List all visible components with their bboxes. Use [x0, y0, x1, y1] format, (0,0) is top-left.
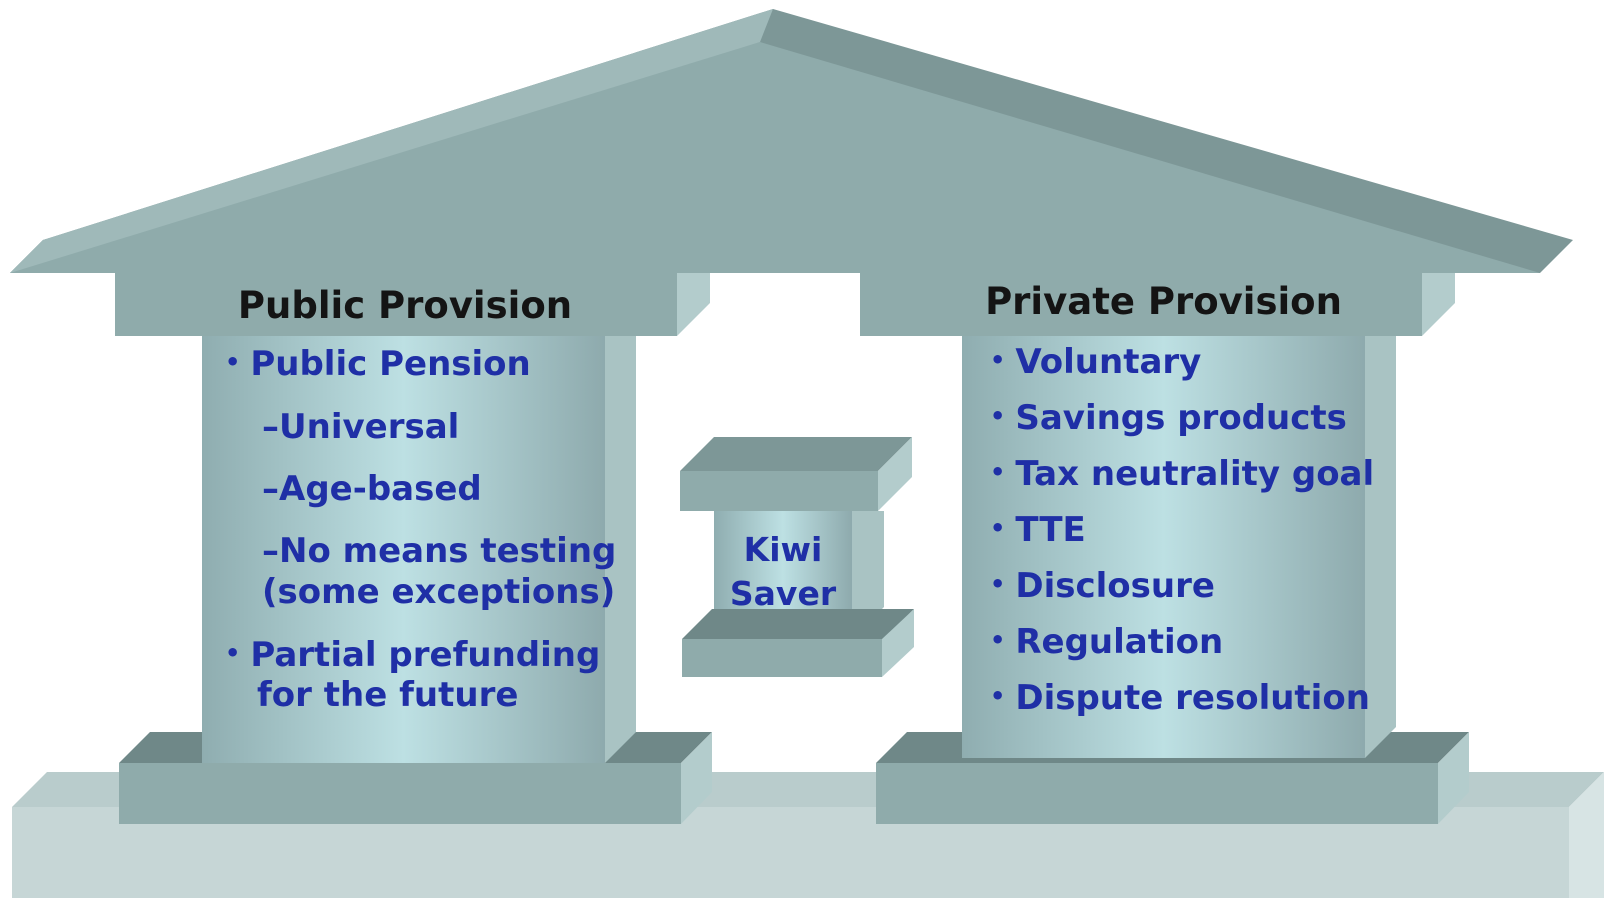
- for-the-future-line: for the future: [257, 675, 519, 715]
- roof: [10, 9, 1573, 273]
- public-column: [202, 336, 636, 763]
- kiwisaver-line-2: Saver: [729, 574, 837, 613]
- tax-neutrality-goal-item: Tax neutrality goal: [990, 454, 1374, 494]
- no-means-testing-item: –No means testing: [262, 531, 617, 571]
- kiwisaver-line-1: Kiwi: [743, 530, 823, 569]
- kiwisaver-label: Kiwi Saver: [714, 528, 852, 616]
- savings-products-item: Savings products: [990, 398, 1347, 438]
- public-pension-item: Public Pension: [225, 344, 530, 384]
- regulation-item: Regulation: [990, 622, 1223, 662]
- dispute-resolution-item: Dispute resolution: [990, 678, 1370, 718]
- kiwisaver-column: [680, 437, 914, 677]
- voluntary-item: Voluntary: [990, 342, 1201, 382]
- private-provision-heading: Private Provision: [985, 280, 1342, 323]
- private-capital: [860, 273, 1455, 336]
- some-exceptions-line: (some exceptions): [262, 572, 616, 612]
- disclosure-item: Disclosure: [990, 566, 1215, 606]
- universal-item: –Universal: [262, 407, 460, 447]
- tte-item: TTE: [990, 510, 1085, 550]
- partial-prefunding-item: Partial prefunding: [225, 635, 600, 675]
- age-based-item: –Age-based: [262, 469, 482, 509]
- public-capital: [115, 273, 710, 336]
- public-provision-heading: Public Provision: [237, 284, 573, 327]
